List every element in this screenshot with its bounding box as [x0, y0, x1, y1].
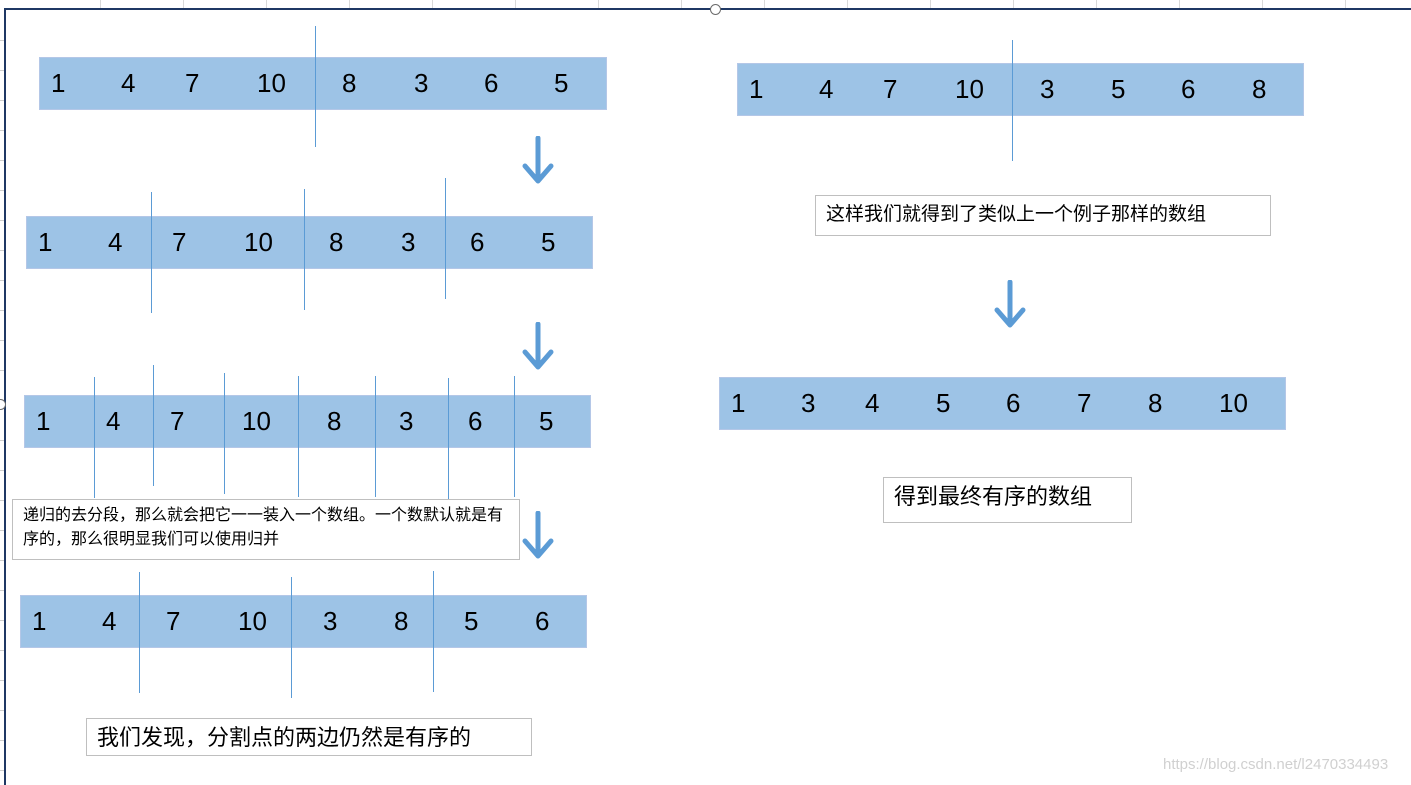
- final-sorted-note: 得到最终有序的数组: [883, 477, 1132, 523]
- array-bar-step1: 1 4 7 10 8 3 6 5: [39, 57, 607, 110]
- array-cell: 4: [865, 388, 880, 418]
- array-cell: 5: [541, 227, 556, 257]
- array-bar-step2: 1 4 7 10 8 3 6 5: [26, 216, 593, 269]
- split-line: [151, 192, 152, 313]
- arrow-down-icon: [994, 280, 1026, 328]
- array-cell: 4: [102, 606, 117, 636]
- array-cell: 7: [185, 68, 200, 98]
- array-cell: 4: [819, 74, 834, 104]
- array-cell: 4: [121, 68, 136, 98]
- array-cell: 1: [38, 227, 53, 257]
- split-line: [153, 365, 154, 486]
- array-cell: 10: [257, 68, 286, 98]
- array-bar-step3: 1 4 7 10 8 3 6 5: [24, 395, 591, 448]
- array-cell: 8: [1148, 388, 1163, 418]
- split-line: [298, 376, 299, 497]
- watermark: https://blog.csdn.net/l2470334493: [1163, 756, 1389, 773]
- array-cell: 3: [414, 68, 429, 98]
- array-cell: 8: [329, 227, 344, 257]
- array-cell: 6: [484, 68, 499, 98]
- array-cell: 1: [731, 388, 746, 418]
- similar-array-note: 这样我们就得到了类似上一个例子那样的数组: [815, 195, 1271, 236]
- array-cell: 3: [401, 227, 416, 257]
- array-cell: 7: [170, 406, 185, 436]
- array-cell: 5: [539, 406, 554, 436]
- arrow-down-icon: [522, 511, 554, 559]
- array-cell: 7: [166, 606, 181, 636]
- arrow-down-icon: [522, 322, 554, 370]
- array-cell: 4: [106, 406, 121, 436]
- split-line: [304, 189, 305, 310]
- array-cell: 3: [399, 406, 414, 436]
- array-cell: 3: [1040, 74, 1055, 104]
- array-cell: 7: [883, 74, 898, 104]
- array-cell: 10: [1219, 388, 1248, 418]
- array-cell: 1: [749, 74, 764, 104]
- array-cell: 5: [554, 68, 569, 98]
- array-bar-final: 1 3 4 5 6 7 8 10: [719, 377, 1286, 430]
- split-line: [445, 178, 446, 299]
- array-cell: 5: [464, 606, 479, 636]
- array-bar-step4: 1 4 7 10 3 8 5 6: [20, 595, 587, 648]
- array-bar-step5: 1 4 7 10 3 5 6 8: [737, 63, 1304, 116]
- split-line: [514, 376, 515, 497]
- array-cell: 8: [342, 68, 357, 98]
- array-cell: 10: [244, 227, 273, 257]
- array-cell: 5: [936, 388, 951, 418]
- array-cell: 7: [172, 227, 187, 257]
- array-cell: 7: [1077, 388, 1092, 418]
- arrow-down-icon: [522, 136, 554, 184]
- frame-top-border: [4, 8, 1411, 10]
- array-cell: 8: [1252, 74, 1267, 104]
- split-line: [448, 378, 449, 499]
- array-cell: 6: [1181, 74, 1196, 104]
- array-cell: 8: [327, 406, 342, 436]
- split-line: [291, 577, 292, 698]
- array-cell: 6: [468, 406, 483, 436]
- array-cell: 1: [32, 606, 47, 636]
- top-ruler: [0, 0, 1411, 8]
- array-cell: 1: [51, 68, 66, 98]
- recursion-note: 递归的去分段，那么就会把它一一装入一个数组。一个数默认就是有序的，那么很明显我们…: [12, 499, 520, 560]
- array-cell: 3: [801, 388, 816, 418]
- array-cell: 10: [238, 606, 267, 636]
- array-cell: 5: [1111, 74, 1126, 104]
- array-cell: 1: [36, 406, 51, 436]
- split-line: [375, 376, 376, 497]
- array-cell: 3: [323, 606, 338, 636]
- resize-handle-top[interactable]: [710, 4, 721, 15]
- split-line: [139, 572, 140, 693]
- array-cell: 4: [108, 227, 123, 257]
- frame-left-border: [4, 8, 6, 785]
- split-line: [315, 26, 316, 147]
- array-cell: 6: [470, 227, 485, 257]
- split-line: [224, 373, 225, 494]
- split-line: [94, 377, 95, 498]
- split-line: [433, 571, 434, 692]
- array-cell: 10: [242, 406, 271, 436]
- array-cell: 8: [394, 606, 409, 636]
- array-cell: 6: [1006, 388, 1021, 418]
- split-line: [1012, 40, 1013, 161]
- array-cell: 10: [955, 74, 984, 104]
- split-sides-note: 我们发现，分割点的两边仍然是有序的: [86, 718, 532, 756]
- array-cell: 6: [535, 606, 550, 636]
